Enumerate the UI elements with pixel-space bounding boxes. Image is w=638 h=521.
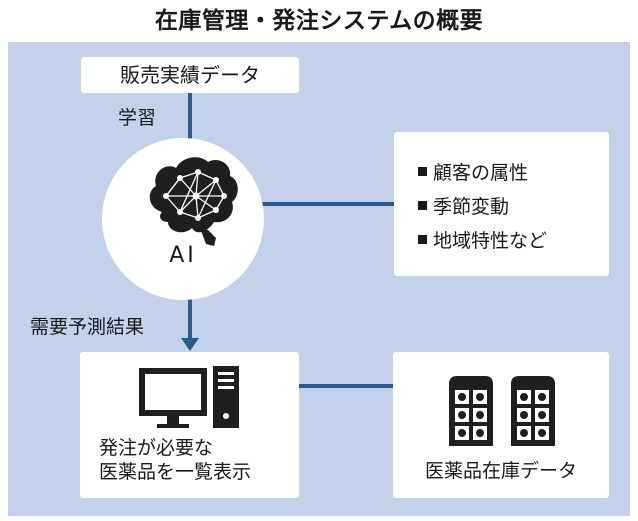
server-database-icon — [449, 376, 555, 446]
bullet-square-icon — [418, 201, 427, 210]
order-list-box: 発注が必要な 医薬品を一覧表示 — [80, 352, 299, 498]
learning-label: 学習 — [118, 107, 157, 129]
factor-item: 地域特性など — [418, 226, 547, 253]
inventory-label: 医薬品在庫データ — [424, 460, 577, 482]
sales-data-box: 販売実績データ — [81, 57, 299, 93]
ai-label: AI — [169, 243, 197, 268]
factor-item-label: 地域特性など — [433, 230, 548, 252]
desktop-computer-icon — [139, 366, 239, 428]
factor-item-label: 顧客の属性 — [433, 162, 529, 184]
server-unit — [449, 376, 493, 446]
factor-item-label: 季節変動 — [433, 196, 510, 218]
diagram-title: 在庫管理・発注システムの概要 — [154, 8, 484, 34]
factor-item: 顧客の属性 — [418, 158, 528, 185]
server-unit — [511, 376, 555, 446]
inventory-data-box: 医薬品在庫データ — [393, 352, 609, 498]
forecast-label: 需要予測結果 — [30, 316, 145, 338]
factor-item: 季節変動 — [418, 192, 509, 219]
factors-box: 顧客の属性 季節変動 地域特性など — [394, 132, 609, 276]
order-line-1: 発注が必要な — [99, 437, 214, 459]
order-line-2: 医薬品を一覧表示 — [99, 461, 252, 483]
order-box-text: 発注が必要な 医薬品を一覧表示 — [99, 436, 251, 484]
bullet-square-icon — [418, 167, 427, 176]
bullet-square-icon — [418, 235, 427, 244]
